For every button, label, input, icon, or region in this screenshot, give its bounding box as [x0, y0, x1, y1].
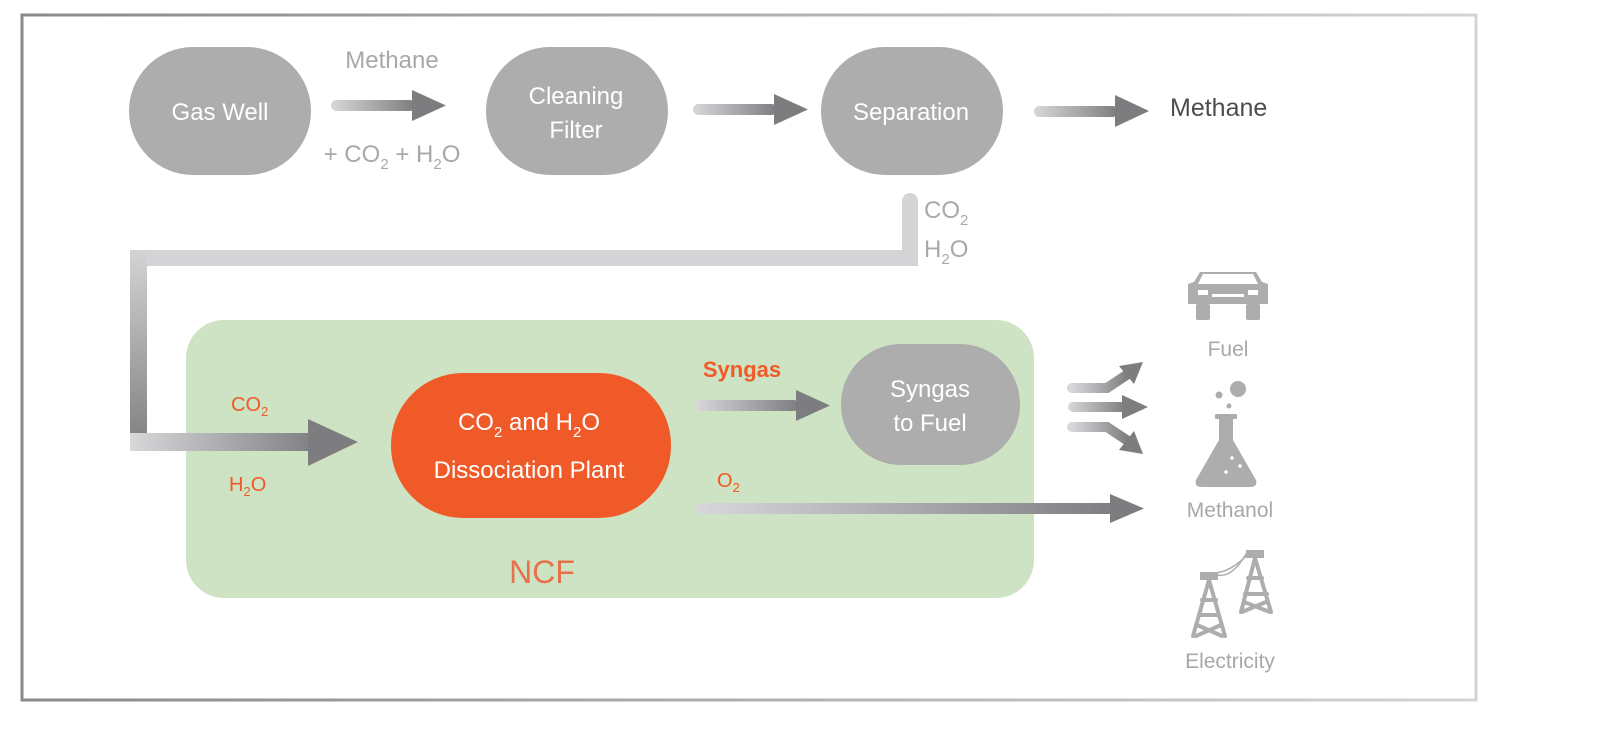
- o2-label: O2: [717, 470, 740, 495]
- separation-label: Separation: [853, 99, 969, 126]
- ncf-label: NCF: [509, 554, 575, 590]
- power-tower-icon: [1191, 550, 1273, 638]
- diagram-frame: [20, 13, 1478, 702]
- dissociation-plant-node: CO2 and H2O Dissociation Plant: [391, 373, 671, 518]
- methanol-output-label: Methanol: [1187, 499, 1273, 522]
- syngas-to-fuel-node: Syngas to Fuel: [841, 344, 1020, 465]
- arrow-gaswell-to-filter: [331, 90, 446, 121]
- cleaning-filter-label-line1: Cleaning: [529, 83, 624, 110]
- gas-well-node: Gas Well: [129, 47, 311, 175]
- gas-well-label: Gas Well: [172, 99, 269, 126]
- arrow-plant-to-syngas: [695, 390, 830, 421]
- ncf-h2o-label: H2O: [229, 474, 266, 499]
- fuel-output-label: Fuel: [1208, 338, 1249, 361]
- ncf-co2-label: CO2: [231, 394, 268, 419]
- syngas-to-fuel-label-line2: to Fuel: [893, 410, 966, 437]
- arrow-filter-to-separation: [693, 94, 808, 125]
- arrows-syngas-to-products: [1067, 362, 1148, 454]
- dissociation-plant-label-line2: Dissociation Plant: [434, 457, 625, 484]
- separation-node: Separation: [821, 47, 1003, 175]
- syngas-to-fuel-label-line1: Syngas: [890, 376, 970, 403]
- cleaning-filter-label-line2: Filter: [549, 117, 602, 144]
- dissociation-plant-label-line1: CO2 and H2O: [458, 409, 600, 441]
- co2-h2o-return-pipe: [130, 193, 918, 466]
- syngas-label: Syngas: [703, 357, 781, 382]
- co2-h2o-input-label: + CO2 + H2O: [324, 141, 461, 173]
- arrow-separation-to-methane: [1034, 95, 1149, 127]
- methane-output-label: Methane: [1170, 94, 1267, 122]
- separation-co2-label: CO2: [924, 197, 968, 229]
- arrow-o2-to-outputs: [695, 494, 1144, 523]
- cleaning-filter-node: Cleaning Filter: [486, 47, 668, 175]
- methane-input-label: Methane: [345, 47, 438, 74]
- electricity-output-label: Electricity: [1185, 650, 1275, 673]
- separation-h2o-label: H2O: [924, 236, 968, 268]
- car-icon: [1188, 272, 1268, 320]
- flask-icon: [1195, 381, 1257, 487]
